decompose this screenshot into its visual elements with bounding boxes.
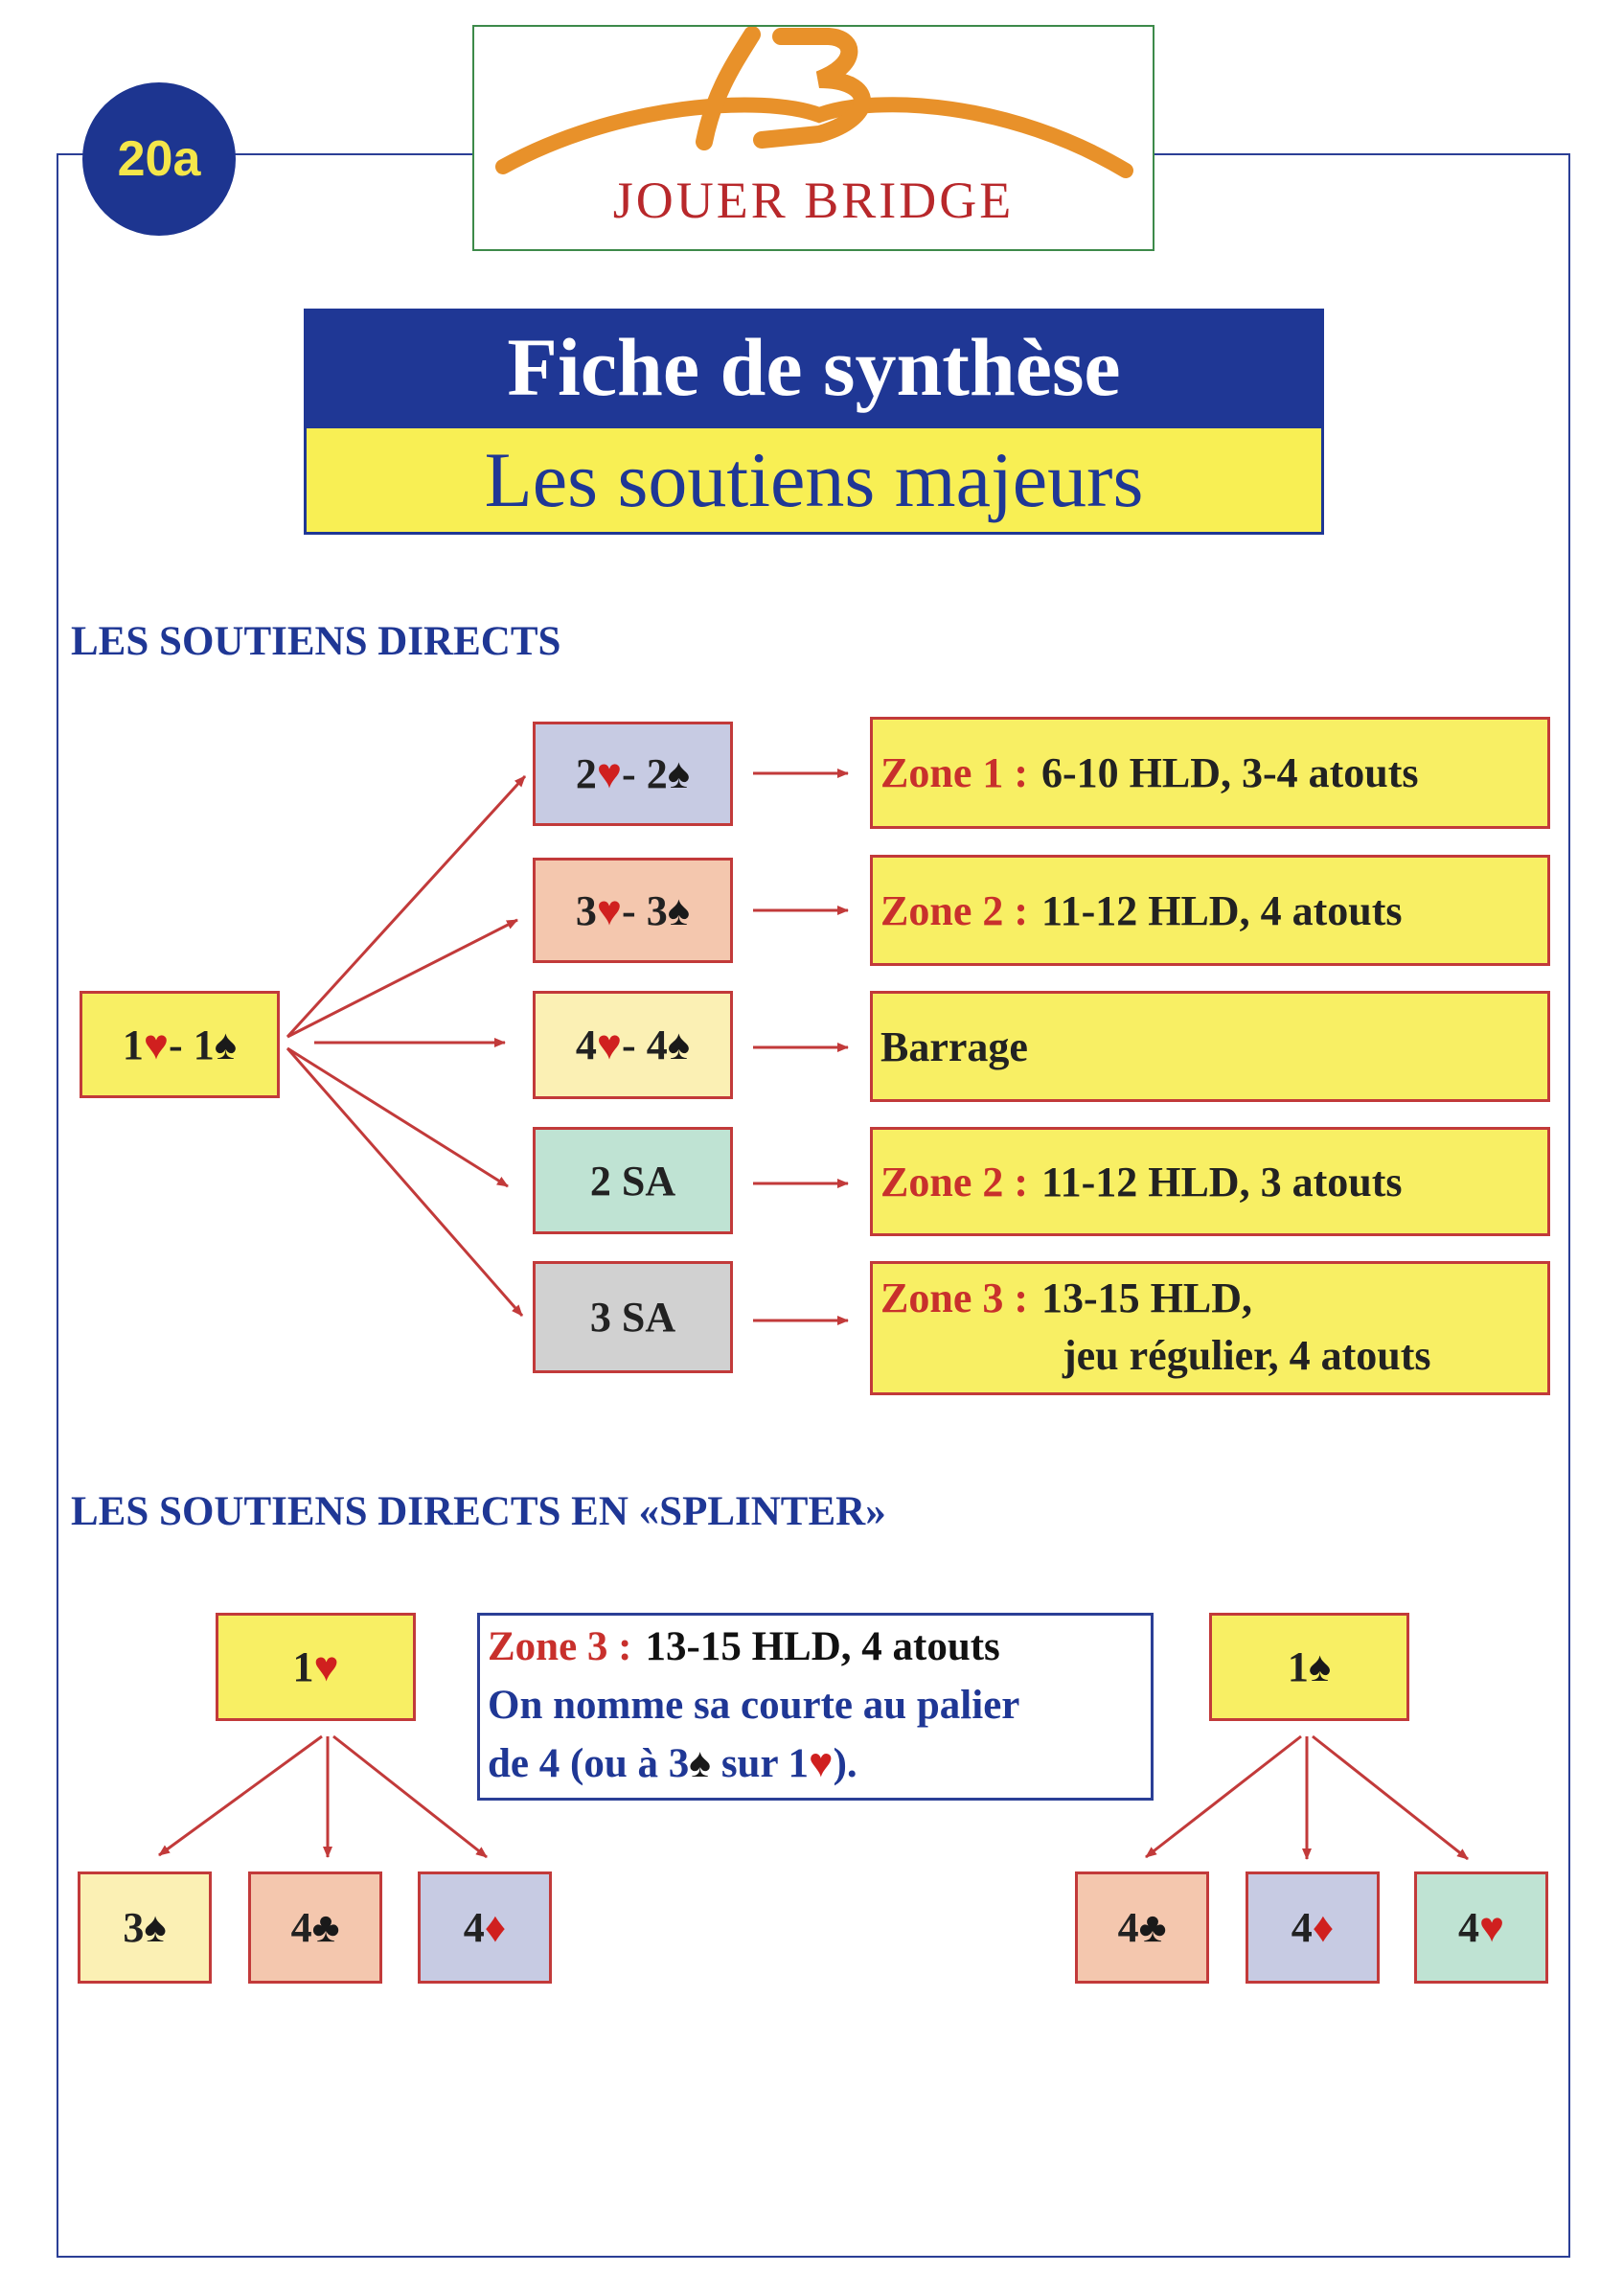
jb-monogram-icon xyxy=(495,27,1133,178)
splinter-explanation: Zone 3 : 13-15 HLD, 4 atouts On nomme sa … xyxy=(477,1613,1154,1801)
zone-label: Zone 3 : xyxy=(488,1624,632,1669)
splinter-child-3-spade: 3♠ xyxy=(78,1871,212,1984)
splinter-child-4-diamond: 4 ♦ xyxy=(418,1871,552,1984)
zone-3-description: Zone 3 : 13-15 HLD, jeu régulier, 4 atout… xyxy=(870,1261,1550,1395)
spade-icon: ♠ xyxy=(667,886,691,934)
bid-number: 4 xyxy=(1291,1904,1313,1951)
zone-text: 13-15 HLD, xyxy=(1041,1274,1252,1321)
section-heading-direct: LES SOUTIENS DIRECTS xyxy=(71,619,561,664)
zone-label: Zone 2 : xyxy=(880,886,1028,934)
bid-number: 1 xyxy=(122,1021,144,1068)
heart-icon: ♥ xyxy=(809,1741,834,1786)
bid-number: 4 xyxy=(290,1904,312,1951)
club-icon: ♣ xyxy=(1138,1904,1167,1951)
splinter-child-4-club: 4 ♣ xyxy=(1075,1871,1209,1984)
zone-text: Barrage xyxy=(880,1022,1028,1070)
bid-number: 1 xyxy=(1287,1643,1309,1690)
arrow-right-4h xyxy=(1312,1734,1469,1861)
spade-icon: ♠ xyxy=(214,1021,238,1068)
zone-text: 11-12 HLD, 4 atouts xyxy=(1041,886,1403,934)
splinter-child-4-heart: 4♥ xyxy=(1414,1871,1548,1984)
bid-separator: - 2 xyxy=(622,750,668,797)
zone-text: 11-12 HLD, 3 atouts xyxy=(1041,1158,1403,1205)
diamond-icon: ♦ xyxy=(484,1904,507,1951)
heart-icon: ♥ xyxy=(143,1021,170,1068)
page-subtitle: Les soutiens majeurs xyxy=(304,425,1324,535)
bid-number: 4 xyxy=(1457,1904,1479,1951)
bid-number: 4 xyxy=(1117,1904,1139,1951)
page-number-badge: 20a xyxy=(82,82,236,236)
bid-separator: - 4 xyxy=(622,1022,668,1068)
spade-icon: ♠ xyxy=(1308,1643,1332,1690)
heart-icon: ♥ xyxy=(596,886,623,934)
bid-number: 2 xyxy=(575,750,597,797)
zone-label: Zone 1 : xyxy=(880,749,1028,796)
splinter-child-4-diamond: 4 ♦ xyxy=(1246,1871,1380,1984)
title-block: Fiche de synthèse Les soutiens majeurs xyxy=(304,309,1324,535)
response-2sa: 2 SA xyxy=(533,1127,733,1234)
jouer-bridge-logo: JOUER BRIDGE xyxy=(472,25,1154,251)
arrow-left-4d xyxy=(332,1734,488,1859)
response-4-level: 4♥ - 4♠ xyxy=(533,991,733,1099)
info-line-2: On nomme sa courte au palier xyxy=(488,1683,1020,1728)
arrow-to-2sa xyxy=(286,1046,509,1188)
bid-separator: - 3 xyxy=(622,886,668,934)
bid-number: 4 xyxy=(575,1022,597,1068)
zone-label: Zone 3 : xyxy=(880,1274,1028,1321)
spade-icon: ♠ xyxy=(144,1904,167,1951)
info-line-1: 13-15 HLD, 4 atouts xyxy=(645,1624,1000,1669)
bid-number: 3 xyxy=(575,886,597,934)
splinter-opening-spade: 1♠ xyxy=(1209,1613,1409,1721)
zone-2-4-trumps-description: Zone 2 : 11-12 HLD, 4 atouts xyxy=(870,855,1550,966)
heart-icon: ♥ xyxy=(596,750,623,797)
section-heading-splinter: LES SOUTIENS DIRECTS EN «SPLINTER» xyxy=(71,1489,886,1534)
diamond-icon: ♦ xyxy=(1312,1904,1335,1951)
arrow-left-3s xyxy=(158,1734,323,1857)
arrow-to-2-level xyxy=(286,774,527,1039)
heart-icon: ♥ xyxy=(596,1022,623,1068)
spade-icon: ♠ xyxy=(667,750,691,797)
splinter-child-4-club: 4 ♣ xyxy=(248,1871,382,1984)
arrow-to-3sa xyxy=(286,1047,524,1317)
zone-1-description: Zone 1 : 6-10 HLD, 3-4 atouts xyxy=(870,717,1550,829)
zone-2-3-trumps-description: Zone 2 : 11-12 HLD, 3 atouts xyxy=(870,1127,1550,1236)
club-icon: ♣ xyxy=(311,1904,340,1951)
response-3sa: 3 SA xyxy=(533,1261,733,1373)
response-3-level: 3♥ - 3♠ xyxy=(533,858,733,963)
bid-number: 3 xyxy=(123,1904,145,1951)
zone-text-line2: jeu régulier, 4 atouts xyxy=(1063,1332,1431,1379)
opening-bid-box: 1♥ - 1♠ xyxy=(80,991,280,1098)
splinter-opening-heart: 1♥ xyxy=(216,1613,416,1721)
arrow-right-4c xyxy=(1145,1734,1302,1859)
bid-number: 4 xyxy=(463,1904,485,1951)
response-2-level: 2♥ - 2♠ xyxy=(533,722,733,826)
heart-icon: ♥ xyxy=(1478,1904,1505,1951)
zone-label: Zone 2 : xyxy=(880,1158,1028,1205)
info-line-3: de 4 (ou à 3♠ sur 1♥). xyxy=(488,1741,857,1786)
barrage-description: Barrage xyxy=(870,991,1550,1102)
heart-icon: ♥ xyxy=(313,1643,339,1690)
spade-icon: ♠ xyxy=(689,1741,712,1786)
bid-number: 1 xyxy=(292,1643,314,1690)
logo-text: JOUER BRIDGE xyxy=(612,172,1015,229)
arrow-to-3-level xyxy=(286,918,518,1039)
zone-text: 6-10 HLD, 3-4 atouts xyxy=(1041,749,1419,796)
spade-icon: ♠ xyxy=(667,1022,691,1068)
bid-separator: - 1 xyxy=(169,1021,215,1068)
page-title: Fiche de synthèse xyxy=(304,309,1324,425)
